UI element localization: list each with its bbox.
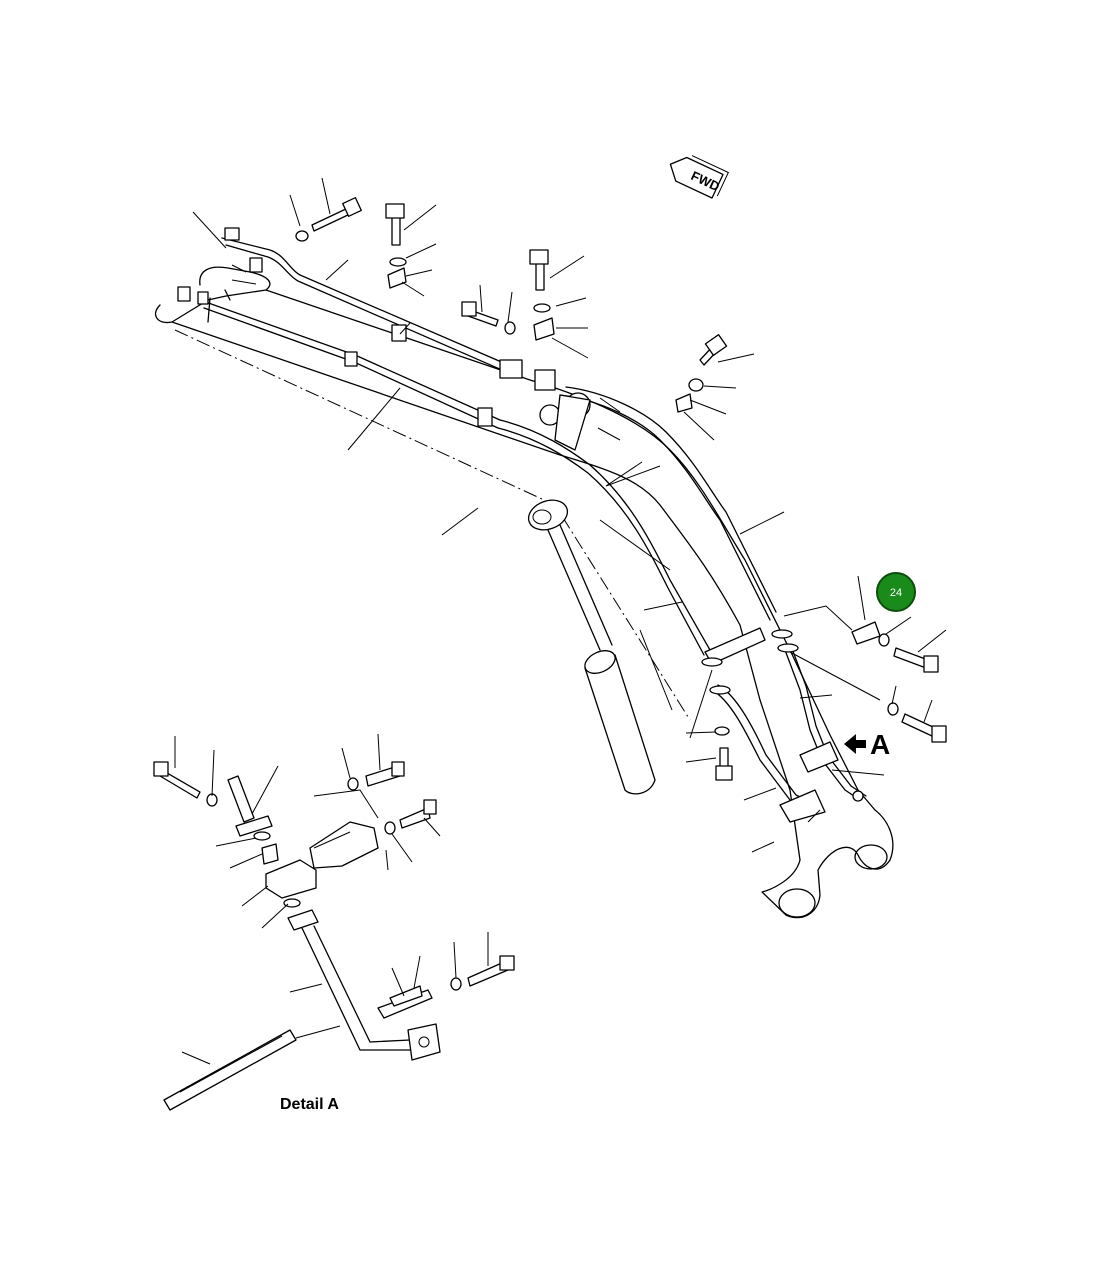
pipe-clamps [177, 227, 591, 451]
callout-number: 24 [890, 587, 902, 599]
lower-pipe-run [701, 627, 867, 823]
upper-pipe-lines [199, 237, 777, 656]
detail-caption: Detail A [280, 1096, 339, 1113]
fwd-arrow: FWD [669, 155, 729, 199]
callout-24[interactable]: 24 [876, 572, 916, 612]
boom-cylinder [527, 499, 656, 795]
detail-a: Detail A [153, 733, 515, 1113]
hardware-main [295, 197, 947, 781]
leader-lines-main [192, 177, 947, 853]
callout-circle[interactable] [876, 572, 916, 612]
view-marker-a: A [844, 729, 890, 760]
view-marker-label: A [870, 729, 890, 760]
